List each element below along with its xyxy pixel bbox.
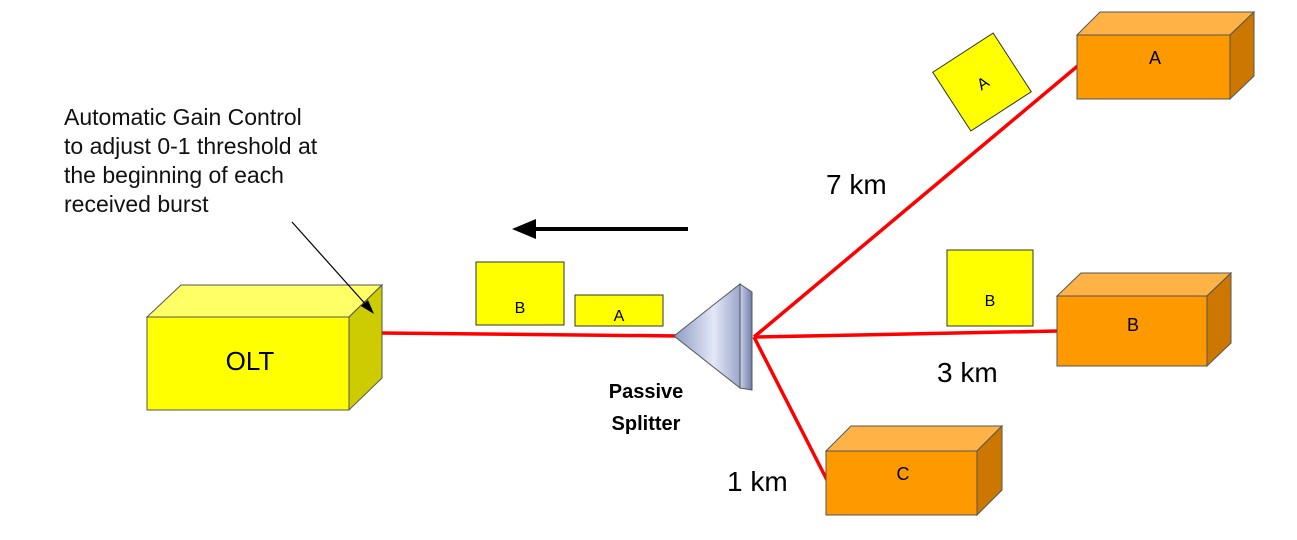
splitter-label-line2: Splitter [612, 413, 681, 435]
fiber-to-c [752, 336, 830, 483]
onu-a-box: A [1075, 10, 1256, 101]
agc-annotation: Automatic Gain Control to adjust 0-1 thr… [64, 103, 404, 219]
onu-c-box: C [824, 424, 1004, 517]
passive-splitter [673, 282, 753, 391]
distance-label-b: 3 km [937, 357, 998, 388]
svg-text:A: A [614, 308, 625, 325]
fiber-lines [377, 62, 1082, 483]
distance-label-c: 1 km [727, 466, 788, 497]
branch-burst-b: B [946, 249, 1034, 327]
annotation-pointer [291, 221, 374, 314]
splitter-label-line1: Passive [609, 381, 684, 403]
onu-c-label: C [897, 464, 910, 484]
splitter-side [739, 283, 753, 391]
olt-label: OLT [226, 346, 275, 376]
trunk-burst-b: B [475, 261, 565, 326]
olt-box: OLT [145, 283, 384, 412]
olt-front [146, 316, 350, 411]
annotation-line-4: received burst [64, 191, 209, 217]
fiber-trunk [377, 331, 681, 338]
svg-text:B: B [985, 293, 996, 310]
annotation-line-1: Automatic Gain Control [64, 104, 302, 130]
trunk-burst-a: A [574, 294, 664, 327]
distance-label-a: 7 km [826, 169, 887, 200]
annotation-line-3: the beginning of each [64, 162, 284, 188]
fiber-to-a [752, 62, 1082, 339]
splitter-front [673, 282, 741, 390]
annotation-line-2: to adjust 0-1 threshold at [64, 133, 318, 159]
fiber-to-b [753, 329, 1059, 339]
branch-burst-a: A [932, 32, 1032, 132]
olt-top [145, 284, 384, 318]
upstream-arrow [512, 219, 688, 239]
onu-a-label: A [1149, 48, 1161, 68]
svg-text:B: B [515, 300, 526, 317]
onu-b-label: B [1127, 315, 1139, 335]
onu-b-box: B [1055, 271, 1233, 368]
